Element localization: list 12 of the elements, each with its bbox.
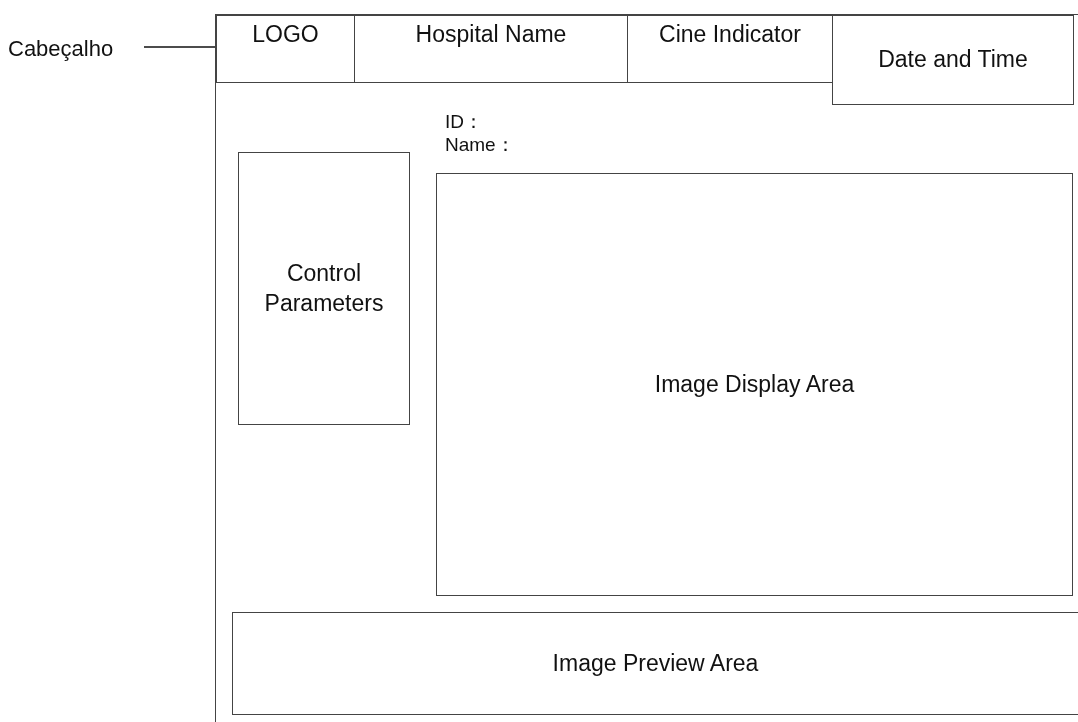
panel: LOGO bbox=[216, 15, 355, 83]
screen-frame bbox=[215, 14, 1078, 722]
field-label: ID： bbox=[445, 110, 483, 134]
field-label: Name： bbox=[445, 133, 515, 157]
panel: Hospital Name bbox=[354, 15, 628, 83]
panel: Image Preview Area bbox=[232, 612, 1078, 715]
panel: Image Display Area bbox=[436, 173, 1073, 596]
panel: Date and Time bbox=[832, 15, 1074, 105]
callout-label: Cabeçalho bbox=[8, 34, 140, 64]
leader-line bbox=[143, 46, 216, 48]
panel: Cine Indicator bbox=[627, 15, 833, 83]
panel: Control Parameters bbox=[238, 152, 410, 425]
